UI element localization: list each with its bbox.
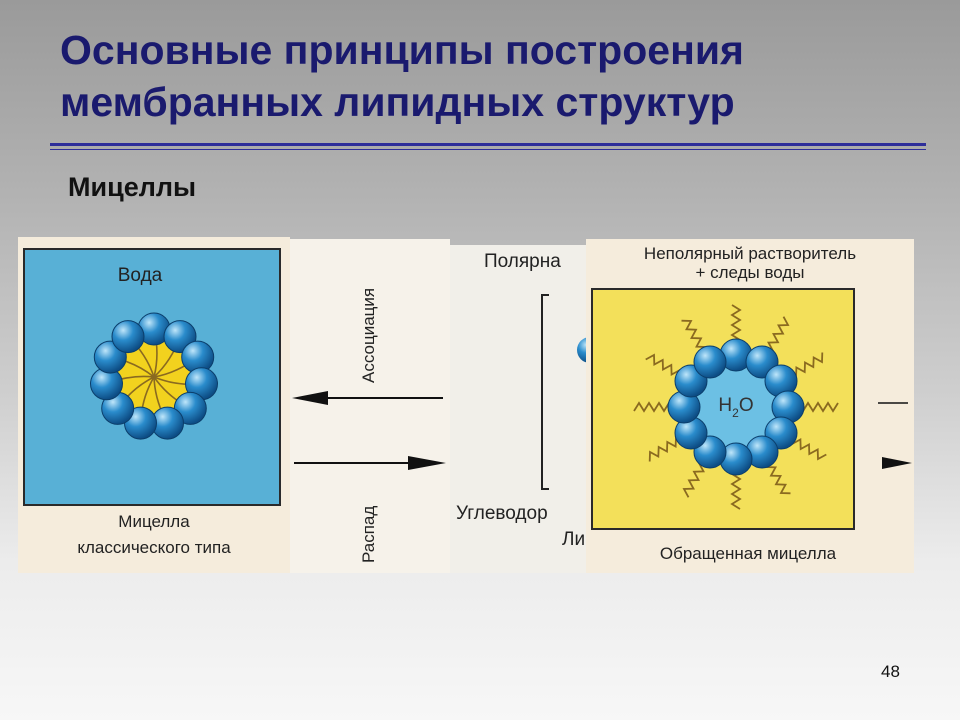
bracket bbox=[541, 294, 549, 490]
outer-hydrophobic-tails bbox=[633, 304, 839, 510]
lipid-tail-outer bbox=[648, 435, 683, 462]
lipid-tail-outer bbox=[681, 319, 708, 354]
lipid-tail-outer bbox=[682, 459, 706, 498]
water-label: Вода bbox=[118, 265, 163, 286]
polar-heads-reverse bbox=[667, 338, 805, 476]
page-number: 48 bbox=[881, 662, 900, 681]
hydrocarbon-label: Углеводор bbox=[456, 503, 548, 524]
lipid-head bbox=[111, 320, 145, 354]
polar-label: Полярна bbox=[484, 251, 561, 272]
lipid-tail-outer bbox=[788, 437, 827, 461]
slide-subtitle: Мицеллы bbox=[68, 172, 197, 202]
lipid-tail-outer bbox=[789, 352, 824, 379]
solvent-label-line-1: Неполярный растворитель bbox=[644, 244, 856, 263]
bilayer-panel-partial: Полярна Углеводор Ли bbox=[450, 245, 603, 573]
polar-heads bbox=[90, 312, 218, 440]
lipid-label-partial: Ли bbox=[562, 529, 585, 550]
classic-caption-line-2: классического типа bbox=[77, 538, 231, 557]
title-rule-thick bbox=[50, 143, 926, 146]
lipid-tail-outer bbox=[797, 401, 839, 413]
lipid-tail-outer bbox=[764, 460, 791, 495]
title-line-2: мембранных липидных структур bbox=[60, 79, 735, 125]
process-arrows-panel: Ассоциация Распад bbox=[290, 239, 450, 573]
lipid-tail-outer bbox=[730, 304, 742, 346]
classic-caption-line-1: Мицелла bbox=[118, 512, 190, 531]
lipid-tail-outer bbox=[645, 353, 684, 377]
classic-micelle-panel: Вода Мицелла классического типа bbox=[18, 237, 290, 573]
micelle-diagram: Вода Мицелла классического типа Ассоциац… bbox=[18, 237, 914, 573]
decay-label: Распад bbox=[359, 506, 378, 563]
lipid-tail-outer bbox=[730, 468, 742, 510]
reverse-micelle-panel: Неполярный растворитель + следы воды H2O… bbox=[586, 239, 914, 573]
lipid-tail-outer bbox=[633, 401, 675, 413]
title-line-1: Основные принципы построения bbox=[60, 27, 744, 73]
reverse-caption: Обращенная мицелла bbox=[660, 544, 837, 563]
title-rule-thin bbox=[50, 149, 926, 150]
association-arrowhead bbox=[292, 391, 328, 405]
solvent-label-line-2: + следы воды bbox=[695, 263, 804, 282]
decay-arrowhead bbox=[408, 456, 446, 470]
right-arrowhead-partial bbox=[882, 457, 912, 469]
slide-title: Основные принципы построения мембранных … bbox=[60, 24, 920, 128]
lipid-head bbox=[693, 345, 727, 379]
water-core-label: H2O bbox=[718, 395, 753, 420]
lipid-tail-outer bbox=[766, 316, 790, 355]
association-label: Ассоциация bbox=[359, 288, 378, 383]
